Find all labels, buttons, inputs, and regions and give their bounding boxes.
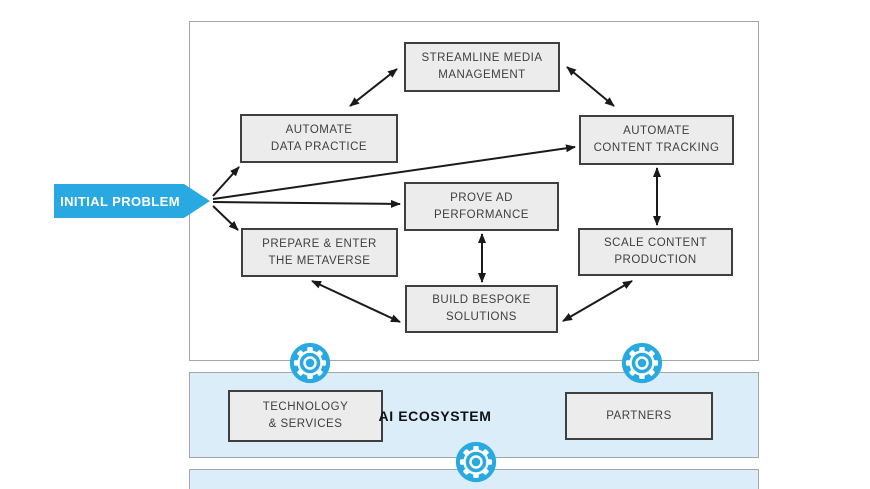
node-technology-services: TECHNOLOGY & SERVICES [228, 390, 383, 442]
node-prepare-enter-metaverse: PREPARE & ENTER THE METAVERSE [241, 228, 398, 277]
node-label: PREPARE & ENTER THE METAVERSE [262, 237, 377, 267]
node-automate-content-tracking: AUTOMATE CONTENT TRACKING [579, 115, 734, 165]
node-partners: PARTNERS [565, 392, 713, 440]
node-label: PARTNERS [606, 409, 672, 422]
node-streamline-media-management: STREAMLINE MEDIA MANAGEMENT [404, 42, 560, 92]
node-label: BUILD BESPOKE SOLUTIONS [432, 294, 531, 323]
node-build-bespoke-solutions: BUILD BESPOKE SOLUTIONS [405, 285, 558, 333]
gear-icon [289, 342, 331, 384]
node-scale-content-production: SCALE CONTENT PRODUCTION [578, 228, 733, 276]
node-label: STREAMLINE MEDIA MANAGEMENT [421, 52, 543, 81]
node-label: AUTOMATE DATA PRACTICE [270, 123, 368, 153]
initial-problem-ribbon: INITIAL PROBLEM [54, 184, 210, 218]
initial-problem-label: INITIAL PROBLEM [60, 193, 180, 209]
node-label: SCALE CONTENT PRODUCTION [604, 237, 707, 266]
node-automate-data-practice: AUTOMATE DATA PRACTICE [240, 114, 398, 163]
gear-icon [455, 441, 497, 483]
ai-ecosystem-title: AI ECOSYSTEM [378, 408, 492, 424]
node-prove-ad-performance: PROVE AD PERFORMANCE [404, 182, 559, 231]
node-label: AUTOMATE CONTENT TRACKING [593, 125, 720, 154]
gear-icon [621, 342, 663, 384]
node-label: PROVE AD PERFORMANCE [434, 191, 529, 221]
node-label: TECHNOLOGY & SERVICES [262, 401, 349, 430]
